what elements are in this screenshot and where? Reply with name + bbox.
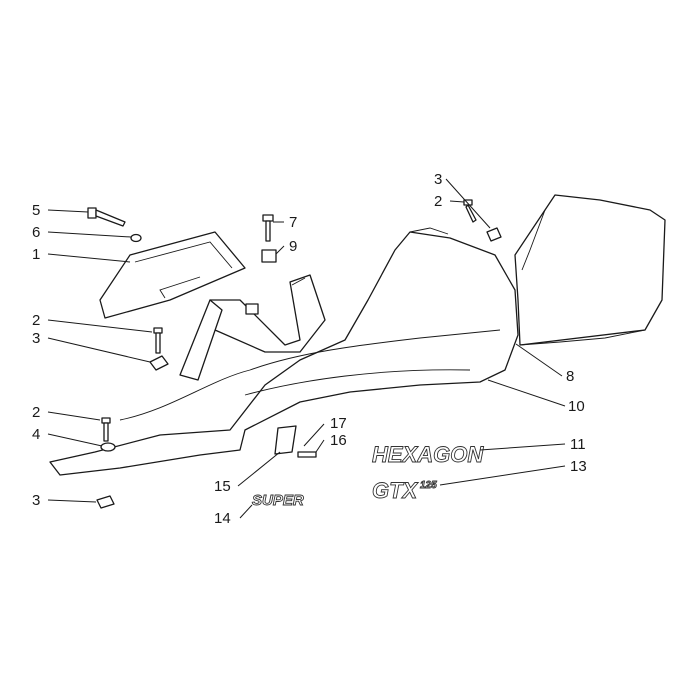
- callout-2a: 2: [32, 312, 40, 329]
- hexagon-decal: HEXAGON: [372, 442, 484, 467]
- callout-10: 10: [568, 398, 585, 415]
- callout-numbers: 5 6 1 2 3 2 4 3 7 9 3 2 8 10 17 16 15 14…: [32, 171, 587, 527]
- clip-part: [245, 303, 259, 315]
- callout-17: 17: [330, 415, 347, 432]
- screw-part-2a: [153, 327, 163, 354]
- callout-13: 13: [570, 458, 587, 475]
- rear-side-panel: [514, 194, 666, 346]
- nut-part-3c: [486, 227, 502, 242]
- callout-3b: 3: [32, 492, 40, 509]
- screw-part-5: [87, 207, 126, 227]
- callout-3c: 3: [434, 171, 442, 188]
- callout-11: 11: [570, 436, 586, 453]
- callout-2c: 2: [434, 193, 442, 210]
- glove-box-part: [99, 231, 246, 319]
- washer-part-6: [130, 233, 142, 243]
- gtx-decal: GTX: [372, 478, 419, 503]
- gtx-125-decal: 125: [420, 480, 437, 491]
- callout-1: 1: [32, 246, 40, 263]
- callout-15: 15: [214, 478, 231, 495]
- callout-6: 6: [32, 224, 40, 241]
- callout-16: 16: [330, 432, 347, 449]
- super-decal: SUPER: [252, 492, 304, 509]
- screw-part-7: [262, 214, 274, 242]
- callout-5: 5: [32, 202, 40, 219]
- callout-7: 7: [289, 214, 297, 231]
- callout-3a: 3: [32, 330, 40, 347]
- body-cover-part: [49, 227, 519, 476]
- reflector-part-15: [274, 425, 297, 455]
- center-bracket: [179, 274, 326, 381]
- washer-part-4: [100, 442, 116, 452]
- callout-8: 8: [566, 368, 574, 385]
- screw-part-2b: [101, 417, 111, 442]
- nut-part-3b: [96, 495, 115, 509]
- screw-part-16: [297, 451, 317, 458]
- callout-9: 9: [289, 238, 297, 255]
- callout-2b: 2: [32, 404, 40, 421]
- screw-part-2c: [463, 199, 477, 223]
- callout-4: 4: [32, 426, 40, 443]
- leader-lines: [47, 178, 566, 519]
- nut-part-9: [261, 249, 277, 263]
- nut-part-3a: [149, 355, 169, 371]
- callout-14: 14: [214, 510, 231, 527]
